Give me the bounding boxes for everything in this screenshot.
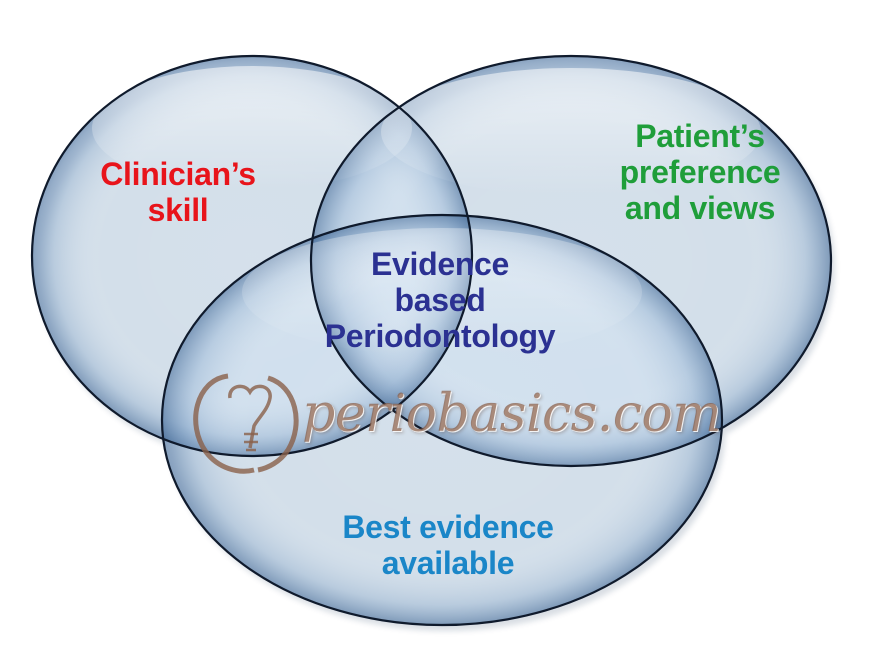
clinician-skill-label: Clinician’s skill bbox=[78, 156, 278, 228]
circle-outlines bbox=[30, 54, 833, 627]
periobasics-logo-icon bbox=[193, 373, 299, 474]
best-evidence-label: Best evidence available bbox=[300, 509, 596, 581]
circle-highlights bbox=[92, 66, 761, 356]
patient-preference-line-3: and views bbox=[624, 190, 776, 226]
patient-preference-label: Patient’s preference and views bbox=[592, 118, 808, 226]
evidence-based-periodontology-label: Evidence based Periodontology bbox=[296, 246, 584, 354]
best-evidence-line-2: available bbox=[381, 545, 515, 581]
clinician-skill-line-2: skill bbox=[147, 192, 209, 228]
patient-preference-line-2: preference bbox=[619, 154, 781, 190]
center-line-1: Evidence bbox=[370, 246, 510, 282]
center-line-3: Periodontology bbox=[324, 318, 556, 354]
clinician-skill-line-1: Clinician’s bbox=[100, 156, 256, 192]
center-line-2: based bbox=[394, 282, 486, 318]
patient-preference-line-1: Patient’s bbox=[635, 118, 765, 154]
best-evidence-line-1: Best evidence bbox=[342, 509, 554, 545]
watermark-text: periobasics.com bbox=[302, 384, 722, 444]
